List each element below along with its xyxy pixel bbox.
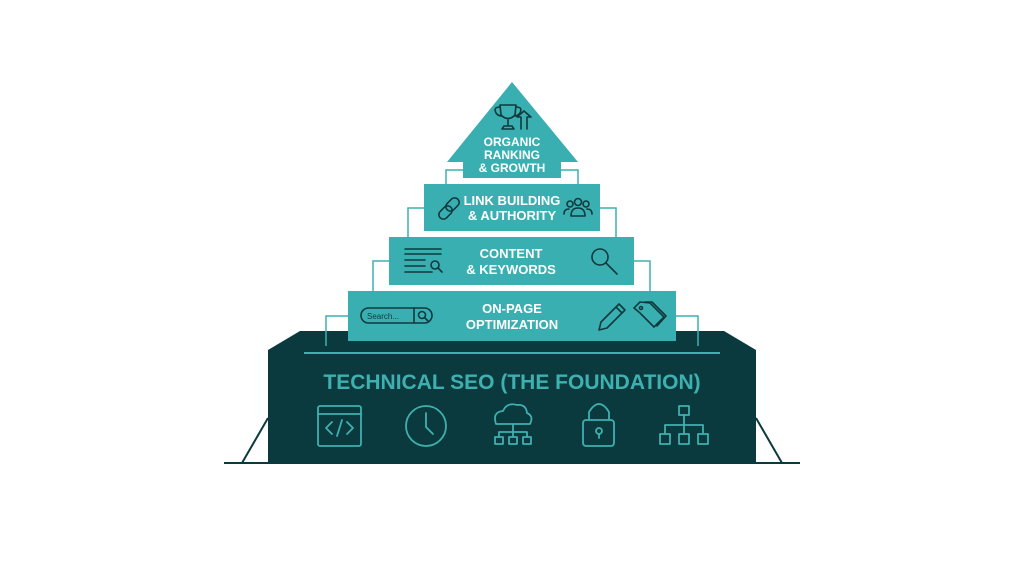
level-on-page-optimization: ON-PAGE OPTIMIZATION Search...: [348, 291, 676, 341]
on-page-line2: OPTIMIZATION: [466, 317, 558, 332]
search-bar-icon: Search...: [360, 307, 433, 324]
content-line1: CONTENT: [480, 246, 543, 261]
level-link-building: LINK BUILDING & AUTHORITY: [424, 184, 600, 231]
link-line2: & AUTHORITY: [468, 208, 557, 223]
on-page-line1: ON-PAGE: [482, 301, 542, 316]
search-placeholder: Search...: [367, 312, 399, 321]
users-icon: [563, 197, 593, 217]
magnifier-icon: [591, 248, 618, 275]
top-line3: & GROWTH: [479, 161, 546, 175]
top-line2: RANKING: [484, 148, 540, 162]
code-window-icon: [317, 405, 362, 447]
content-line2: & KEYWORDS: [466, 262, 556, 277]
sitemap-icon: [659, 405, 709, 445]
link-icon: [438, 197, 460, 220]
link-line1: LINK BUILDING: [464, 193, 561, 208]
level-content-keywords: CONTENT & KEYWORDS: [389, 237, 634, 285]
pencil-icon: [598, 303, 626, 331]
foundation-block: TECHNICAL SEO (THE FOUNDATION): [268, 331, 756, 463]
tags-icon: [633, 301, 667, 328]
foundation-title: TECHNICAL SEO (THE FOUNDATION): [323, 371, 700, 394]
lock-icon: [582, 403, 615, 447]
level-organic-ranking: ORGANIC RANKING & GROWTH: [447, 82, 578, 178]
top-line1: ORGANIC: [484, 135, 541, 149]
cloud-network-icon: [494, 403, 533, 445]
connector-lines: [325, 169, 699, 346]
document-search-icon: [404, 248, 443, 273]
clock-icon: [405, 405, 447, 447]
arrow-up-icon: [516, 110, 532, 130]
trophy-icon: [494, 104, 522, 130]
